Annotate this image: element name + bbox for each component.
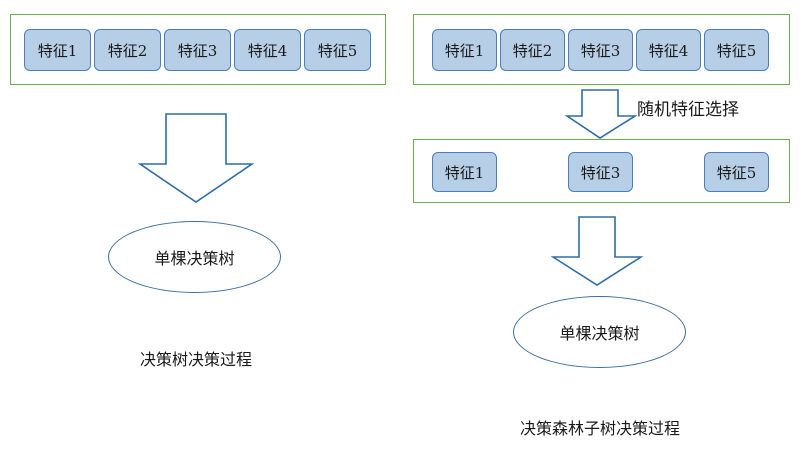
left-feature-box-5[interactable]: 特征5 (304, 29, 371, 71)
right-feature-box-1[interactable]: 特征1 (432, 29, 497, 71)
right-selected-feature-box-5[interactable]: 特征5 (704, 152, 769, 192)
random-feature-selection-arrow (565, 89, 637, 139)
right-down-arrow (551, 216, 643, 286)
left-down-arrow (138, 113, 254, 203)
right-feature-box-2[interactable]: 特征2 (500, 29, 565, 71)
right-caption: 决策森林子树决策过程 (519, 419, 680, 438)
right-feature-box-3[interactable]: 特征3 (568, 29, 633, 71)
left-caption: 决策树决策过程 (139, 350, 252, 369)
right-selected-feature-box-3[interactable]: 特征3 (568, 152, 633, 192)
right-feature-box-5[interactable]: 特征5 (704, 29, 769, 71)
left-feature-box-1[interactable]: 特征1 (24, 29, 91, 71)
right-selected-feature-box-1[interactable]: 特征1 (432, 152, 497, 192)
left-feature-box-3[interactable]: 特征3 (164, 29, 231, 71)
left-decision-tree-node: 单棵决策树 (108, 221, 281, 293)
random-feature-selection-label: 随机特征选择 (637, 100, 739, 120)
right-decision-tree-node: 单棵决策树 (513, 296, 686, 368)
left-feature-box-2[interactable]: 特征2 (94, 29, 161, 71)
right-feature-box-4[interactable]: 特征4 (636, 29, 701, 71)
left-feature-box-4[interactable]: 特征4 (234, 29, 301, 71)
